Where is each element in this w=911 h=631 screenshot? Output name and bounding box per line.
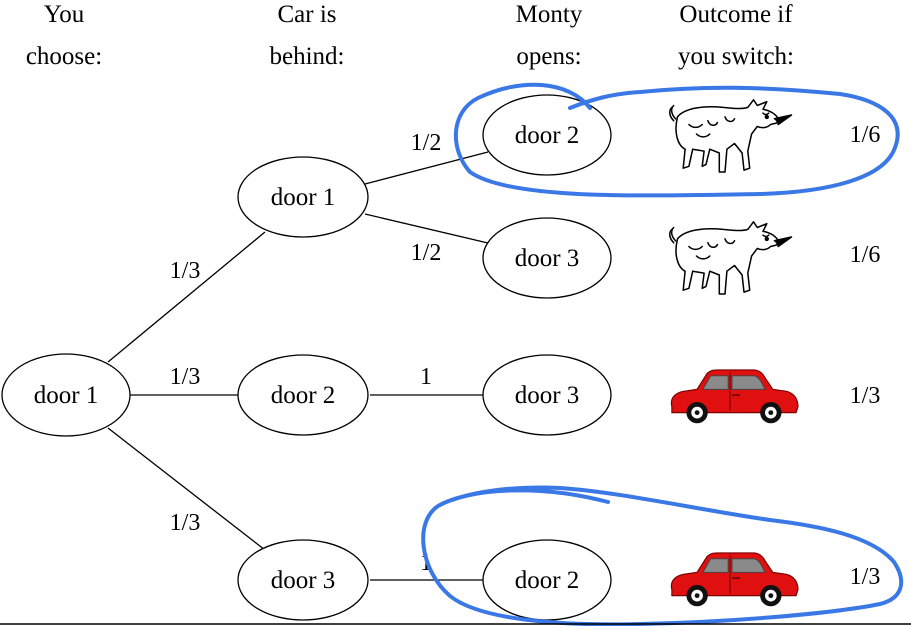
edge-label-door1-montyA: 1/2 [411,130,442,156]
edge-root-door1 [107,231,266,363]
annotation-loop-bottom [421,485,904,627]
outcome-probability: 1/3 [850,383,881,409]
edge-label-door1-montyB: 1/2 [411,240,442,266]
car-icon [670,369,799,424]
header-line: You [44,1,85,28]
node-label-monty-d: door 2 [515,567,580,594]
edge-label-root-door1: 1/3 [170,258,201,284]
edge-door1-montyA [364,151,489,185]
node-label-monty-c: door 3 [515,382,580,409]
outcome-probability: 1/3 [850,564,881,590]
node-monty-a [482,94,612,176]
header-line: opens: [516,43,581,70]
node-label-monty-a: door 2 [515,122,580,149]
header-line: Car is [277,1,336,28]
annotation-loop-top [454,82,900,198]
node-label-car-door1: door 1 [271,184,336,211]
goat-icon [668,221,793,295]
goat-icon [668,99,793,173]
node-label-car-door2: door 2 [271,382,336,409]
edge-root-door3 [107,427,266,551]
node-car-door2 [237,354,369,436]
edge-label-root-door3: 1/3 [170,510,201,536]
header-line: behind: [270,43,345,70]
header-line: Monty [516,1,583,28]
tree-edges [107,151,489,581]
node-label-monty-b: door 3 [515,245,580,272]
header-line: choose: [26,43,102,70]
outcome-probability: 1/6 [850,122,881,148]
header-line: you switch: [678,43,794,70]
outcome-probability: 1/6 [850,242,881,268]
header-monty-opens: Monty opens: [516,1,583,70]
node-label-car-door3: door 3 [271,567,336,594]
car-icon [670,552,799,607]
header-car-is-behind: Car is behind: [270,1,345,70]
edge-label-door2-montyC: 1 [420,364,432,390]
node-label-root: door 1 [34,382,99,409]
edge-label-root-door2: 1/3 [170,364,201,390]
edge-door1-montyB [364,213,489,244]
node-car-door1 [237,156,369,238]
node-car-door3 [237,539,369,621]
header-outcome-if-switch: Outcome if you switch: [678,1,794,70]
node-root [1,353,131,437]
header-line: Outcome if [679,1,793,28]
header-you-choose: You choose: [26,1,102,70]
node-monty-b [482,217,612,299]
node-monty-c [482,354,612,436]
